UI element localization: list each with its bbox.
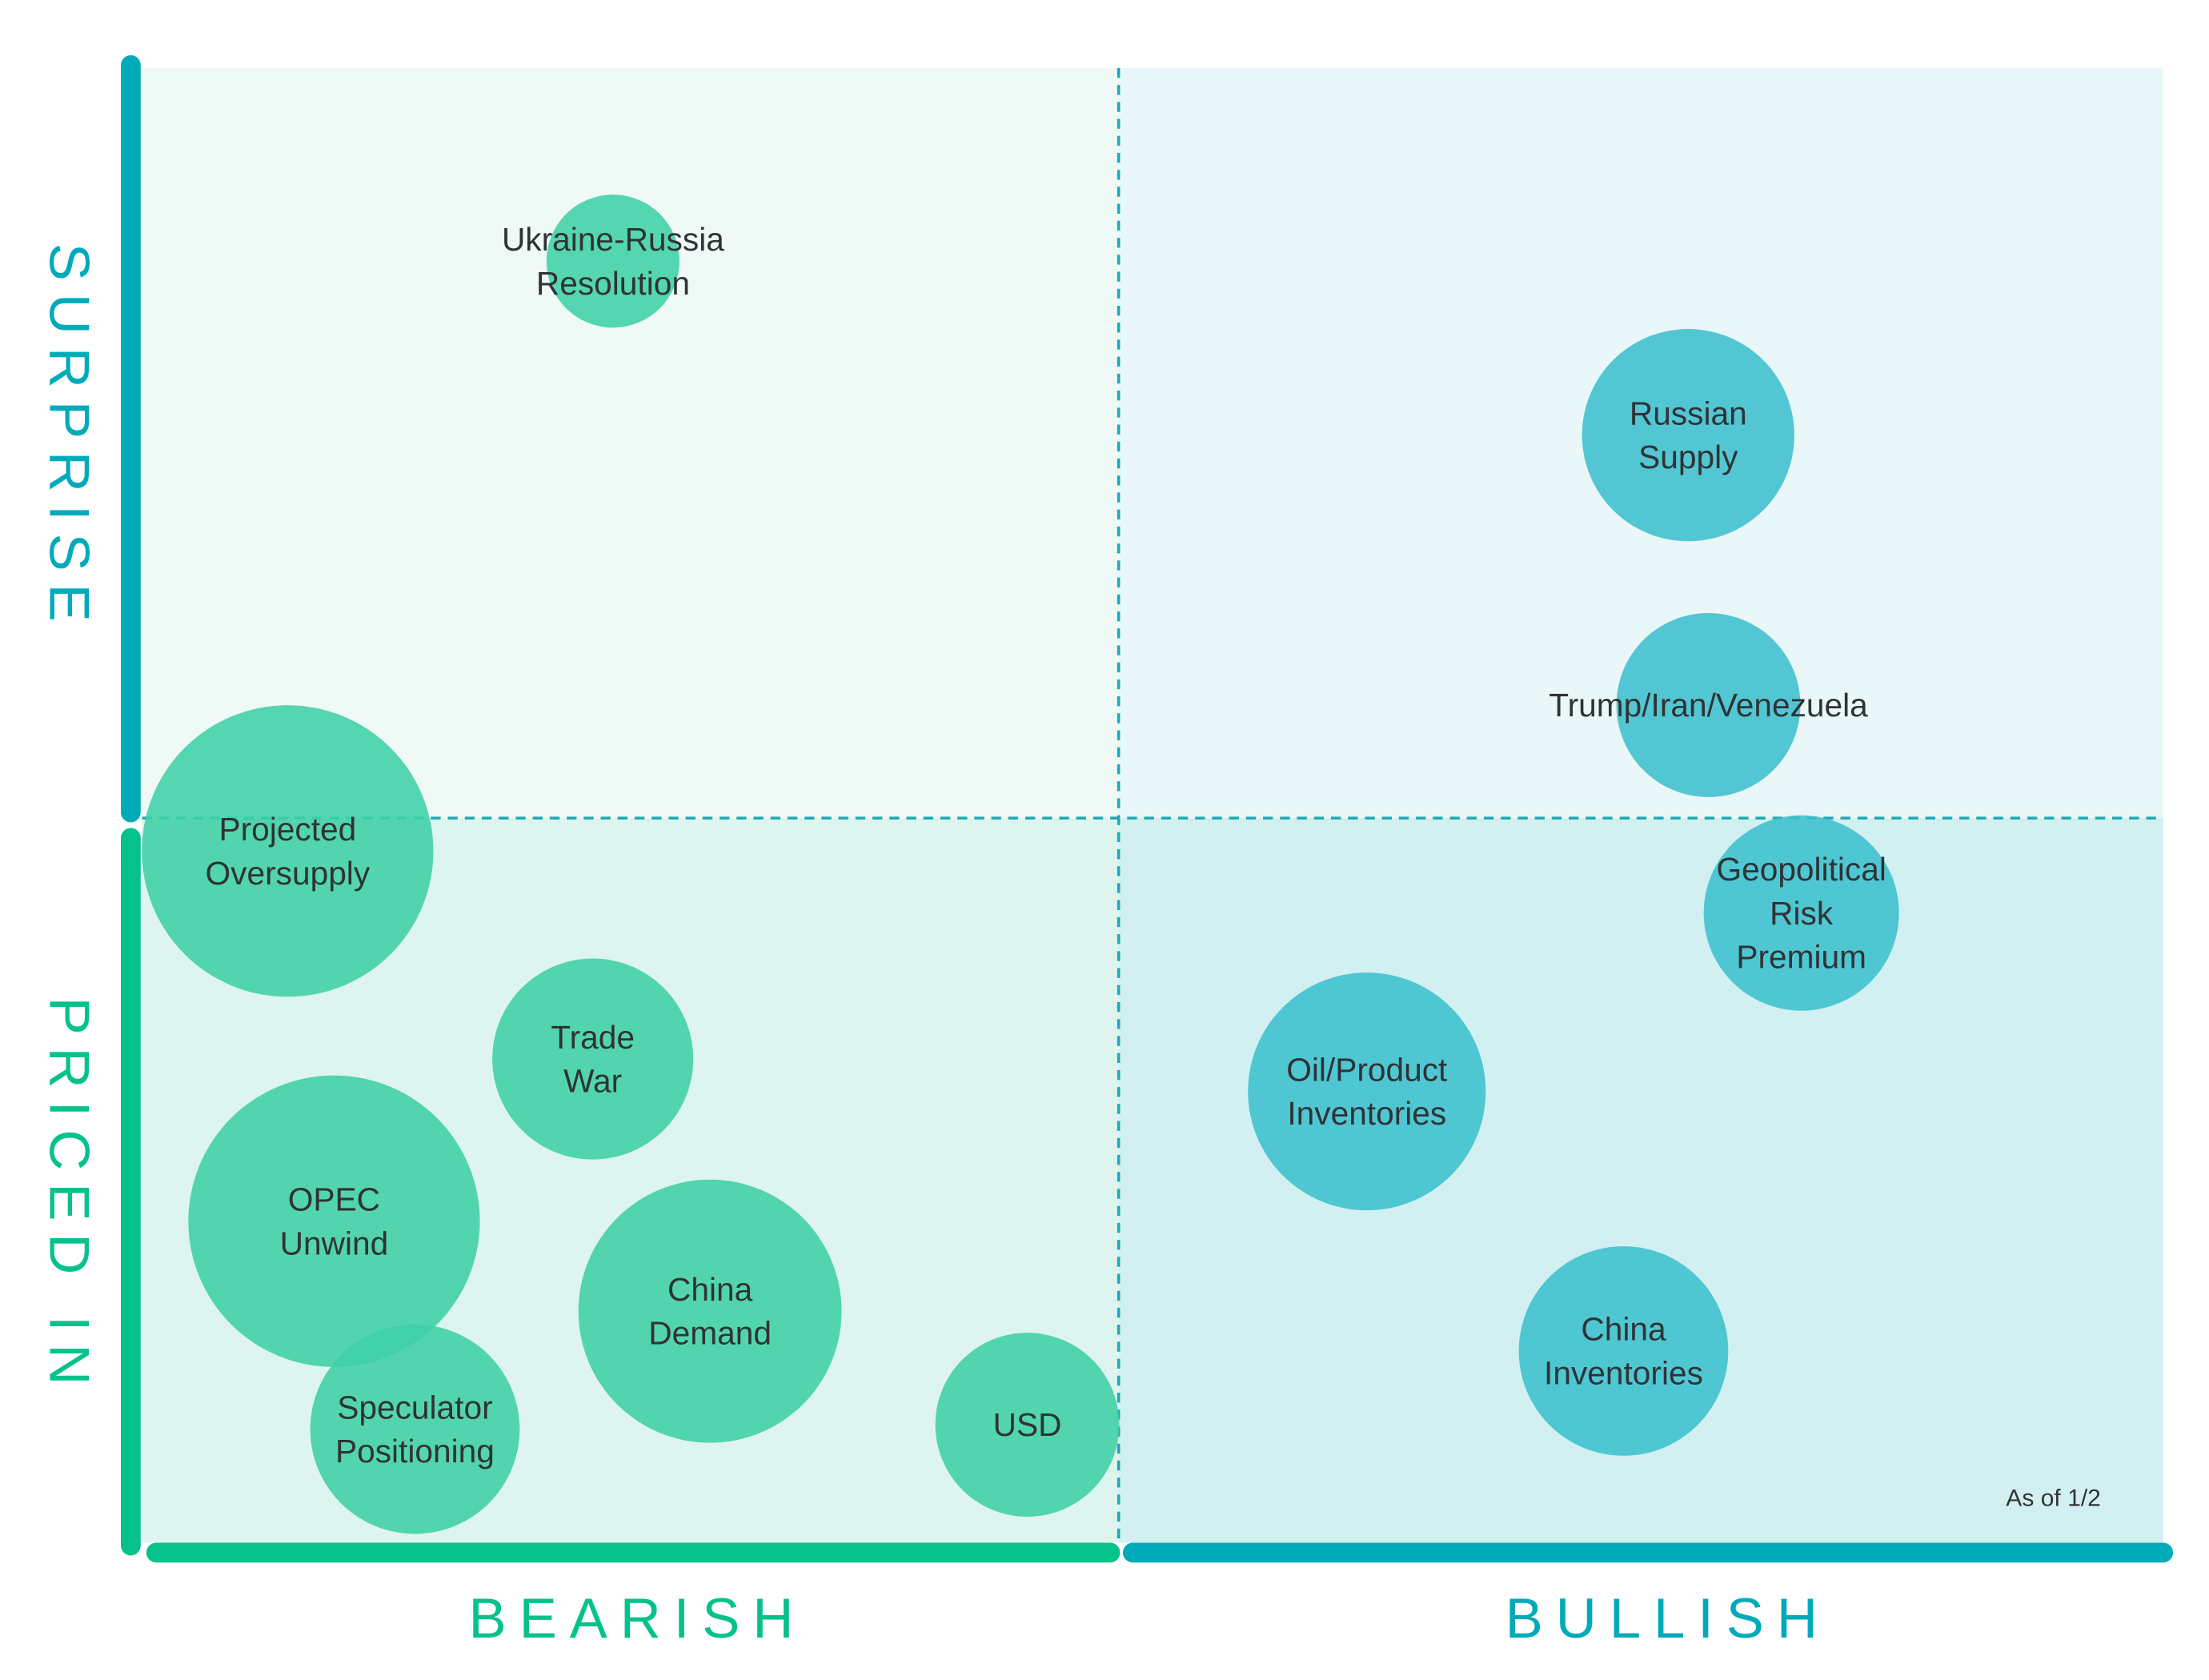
quadrant-surprise-bearish [142, 67, 1119, 819]
y-label-priced-in: PRICED IN [38, 997, 102, 1398]
bubble-label: Resolution [536, 265, 690, 302]
as-of-note: As of 1/2 [2006, 1485, 2101, 1511]
bubble-label: Inventories [1544, 1354, 1703, 1391]
bubble-usd [935, 1333, 1120, 1518]
bubble-china-demand [578, 1179, 842, 1443]
bubble-label: Geopolitical [1716, 851, 1886, 888]
bubble-label: Inventories [1287, 1095, 1446, 1132]
bubble-speculator-positioning [310, 1324, 520, 1534]
bubble-label: Risk [1770, 895, 1834, 932]
bubble-projected-oversupply [142, 705, 434, 997]
bubble-label: Projected [218, 811, 356, 848]
bubble-label: Positioning [335, 1433, 495, 1469]
bubble-label: Russian [1630, 395, 1747, 431]
bubble-russian-supply [1582, 329, 1794, 542]
bubble-trump-iran-venezuela [1616, 612, 1801, 797]
bubble-label: Trade [551, 1019, 635, 1056]
bubble-trade-war [492, 958, 694, 1160]
bubble-label: Ukraine-Russia [502, 221, 724, 258]
x-label-bullish: BULLISH [1505, 1586, 1830, 1650]
y-label-surprise: SURPRISE [38, 243, 102, 635]
bubble-geopolitical-risk-premium [1703, 815, 1899, 1011]
bubble-label: Supply [1638, 439, 1738, 475]
bubble-label: Oil/Product [1286, 1051, 1447, 1088]
bubble-label: Unwind [280, 1225, 389, 1261]
bubble-oil-product-inventories [1248, 972, 1486, 1211]
bubble-china-inventories [1518, 1246, 1729, 1456]
bubble-label: Speculator [337, 1389, 492, 1425]
bubble-label: Oversupply [206, 855, 371, 892]
bubble-opec-unwind [188, 1075, 480, 1367]
bubble-label: China [668, 1271, 753, 1308]
x-label-bearish: BEARISH [469, 1586, 807, 1650]
bubble-label: Demand [648, 1315, 772, 1352]
bubble-label: OPEC [288, 1181, 380, 1218]
bubble-label: China [1581, 1311, 1666, 1348]
bubble-label: War [563, 1063, 622, 1100]
bubble-label: USD [993, 1406, 1062, 1443]
bubble-label: Trump/Iran/Venezuela [1549, 687, 1868, 724]
bubble-label: Premium [1736, 939, 1866, 976]
bubble-ukraine-russia-resolution [546, 194, 680, 328]
